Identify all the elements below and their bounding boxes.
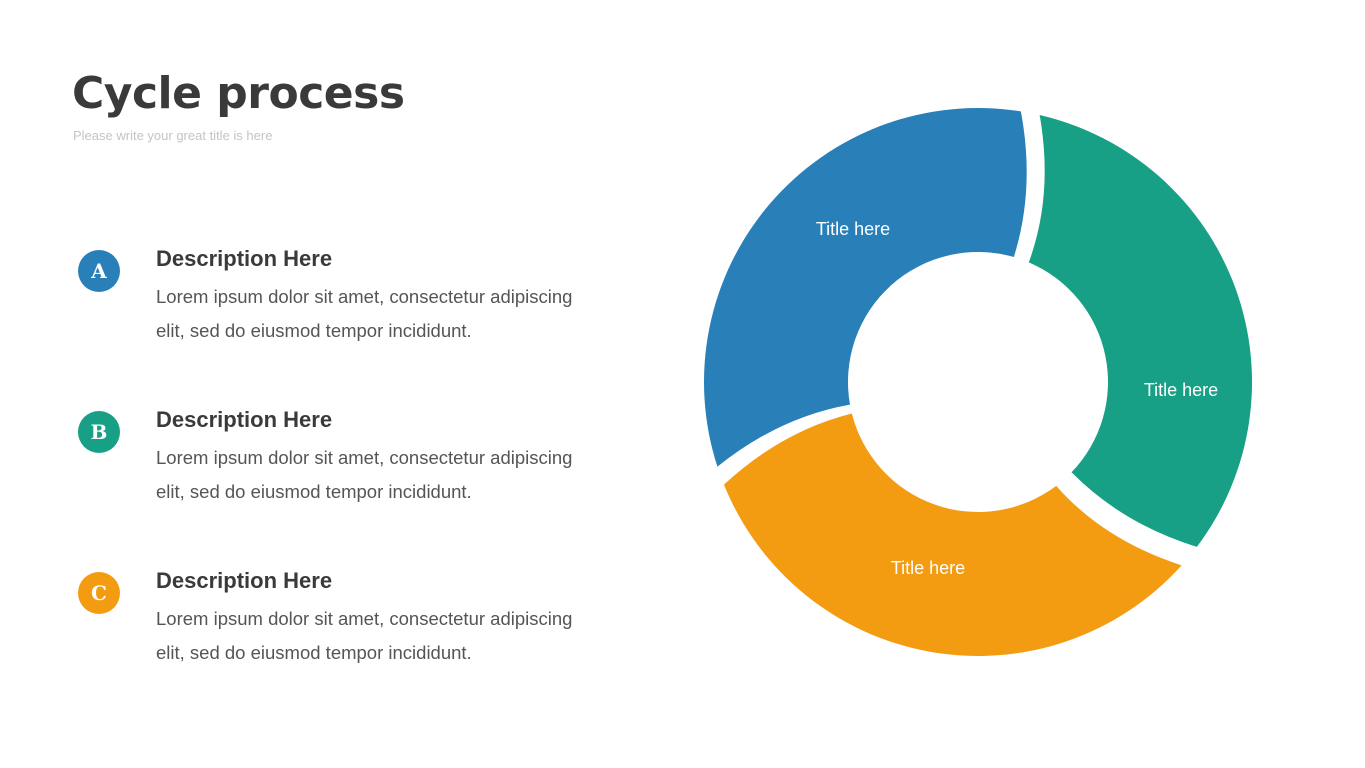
item-heading: Description Here [156,568,333,593]
page-subtitle: Please write your great title is here [73,128,273,143]
item-heading: Description Here [156,407,333,432]
cycle-segment-3 [723,413,1182,657]
item-text: Lorem ipsum dolor sit amet, consectetur … [156,608,573,663]
item-text: Lorem ipsum dolor sit amet, consectetur … [156,286,573,341]
segment-label-2: Title here [1144,380,1218,400]
badge-c: C [78,572,120,614]
page-title: Cycle process [72,68,405,119]
segment-label-1: Title here [816,219,890,239]
cycle-segment-2 [1028,115,1252,547]
badge-b: B [78,411,120,453]
cycle-segment-1 [703,107,1027,467]
item-heading: Description Here [156,246,333,271]
segment-label-3: Title here [891,558,965,578]
item-text: Lorem ipsum dolor sit amet, consectetur … [156,447,573,502]
badge-a: A [78,250,120,292]
